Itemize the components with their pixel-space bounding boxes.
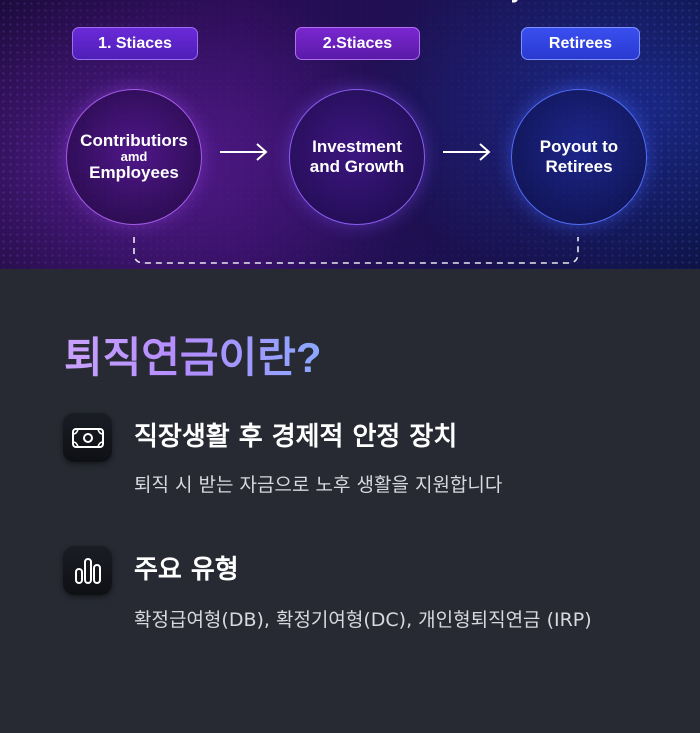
bar-chart-icon — [63, 546, 112, 595]
banner-heading-fragment: y — [510, 0, 530, 2]
node-contributors-line1: Contributiors — [80, 131, 188, 150]
loop-connector — [133, 237, 579, 264]
node-contributors: Contributiors amd Employees — [66, 89, 202, 225]
step-label-3: Retirees — [521, 27, 640, 60]
step-label-1: 1. Stiaces — [72, 27, 198, 60]
section-title: 퇴직연금이란? — [64, 330, 322, 386]
banknote-icon — [63, 413, 112, 462]
flow-arrow-icon — [220, 143, 268, 161]
node-contributors-line2: amd — [120, 149, 148, 164]
node-investment-line2: and Growth — [309, 157, 405, 176]
step-label-2: 2.Stiaces — [295, 27, 420, 60]
node-investment: Investment and Growth — [289, 89, 425, 225]
feature-title-1: 직장생활 후 경제적 안정 장치 — [134, 422, 458, 452]
feature-description-2: 확정급여형(DB), 확정기여형(DC), 개인형퇴직연금 (IRP) — [134, 609, 592, 631]
node-payout-line1: Poyout to — [539, 137, 619, 156]
flow-arrow-icon — [443, 143, 491, 161]
feature-description-1: 퇴직 시 받는 자금으로 노후 생활을 지원합니다 — [134, 474, 503, 496]
pension-flow-banner: y 1. Stiaces 2.Stiaces Retirees Contribu… — [0, 0, 700, 269]
feature-title-2: 주요 유형 — [134, 555, 239, 585]
node-investment-line1: Investment — [312, 137, 402, 156]
node-contributors-line3: Employees — [89, 163, 179, 182]
node-payout-line2: Retirees — [545, 157, 613, 176]
node-payout: Poyout to Retirees — [511, 89, 647, 225]
